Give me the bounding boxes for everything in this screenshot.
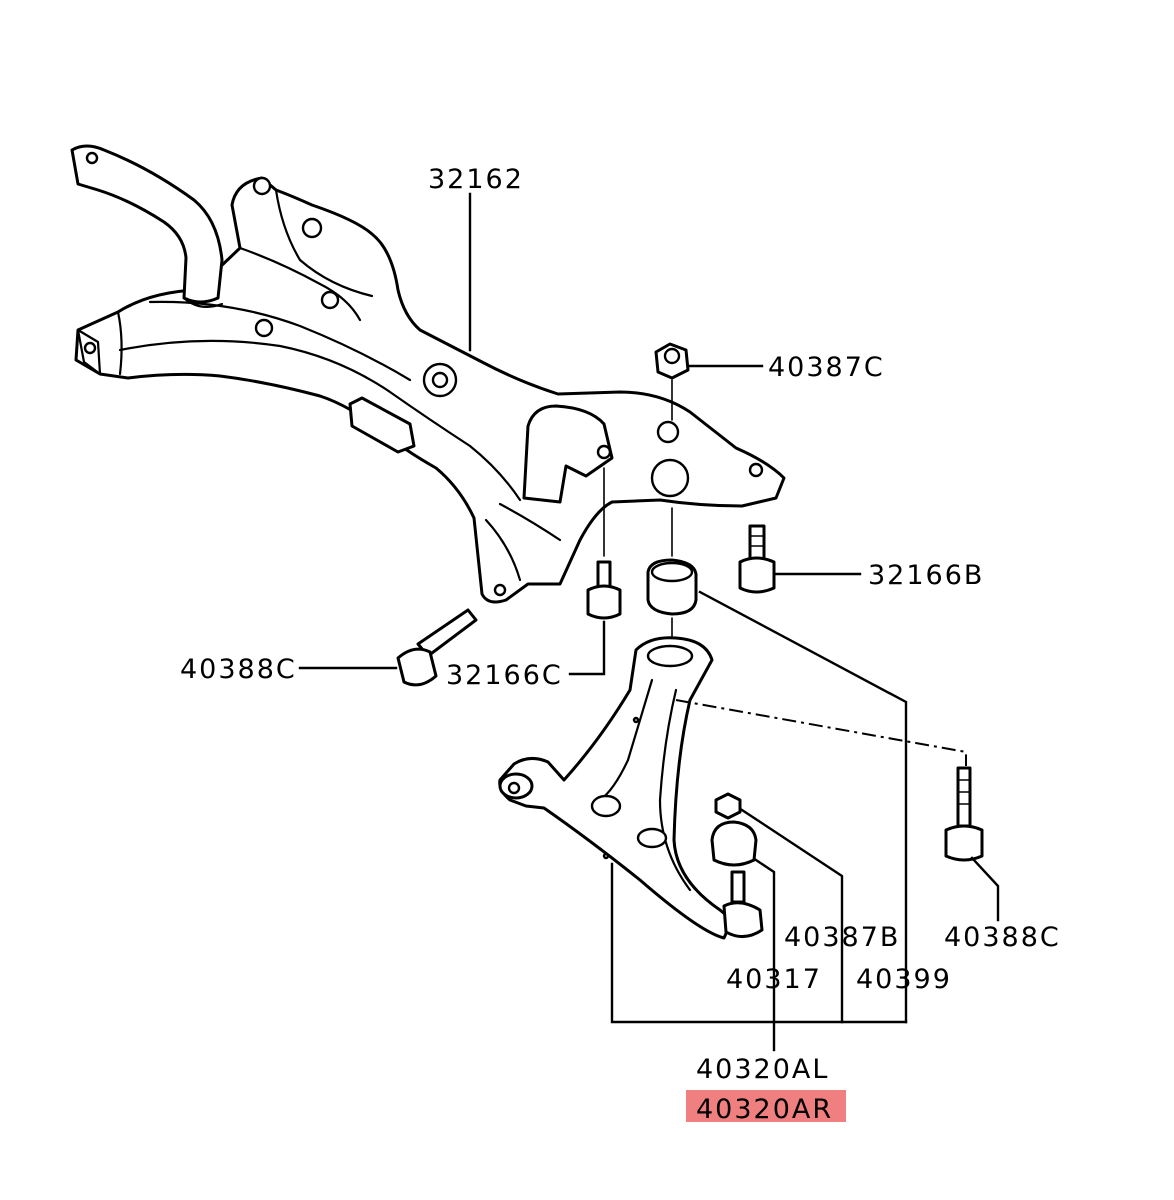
label-32162: 32162	[428, 164, 524, 195]
ball-joint-drawing	[710, 792, 764, 938]
label-32166c: 32166C	[446, 660, 563, 691]
label-40388c-left: 40388C	[180, 654, 297, 685]
control-arm-drawing	[498, 636, 734, 940]
nut-40387c-drawing	[654, 342, 690, 421]
leader-lines	[298, 192, 1000, 1052]
label-40387b: 40387B	[784, 922, 900, 953]
label-40399: 40399	[856, 964, 952, 995]
label-40388c-rear: 40388C	[944, 922, 1061, 953]
bolt-40388c-rear-drawing	[944, 766, 984, 862]
label-40387c: 40387C	[768, 352, 885, 383]
label-40317: 40317	[726, 964, 822, 995]
bolt-32166c-drawing	[586, 467, 622, 620]
label-32166b: 32166B	[868, 560, 984, 591]
highlight-box	[686, 1090, 846, 1122]
bolt-40388c-left-drawing	[396, 608, 478, 687]
crossmember-drawing	[70, 144, 786, 604]
label-40320al: 40320AL	[696, 1054, 829, 1085]
bolt-32166b-drawing	[738, 524, 776, 594]
label-40320ar: 40320AR	[696, 1094, 833, 1125]
bushing-40399-drawing	[646, 507, 698, 647]
